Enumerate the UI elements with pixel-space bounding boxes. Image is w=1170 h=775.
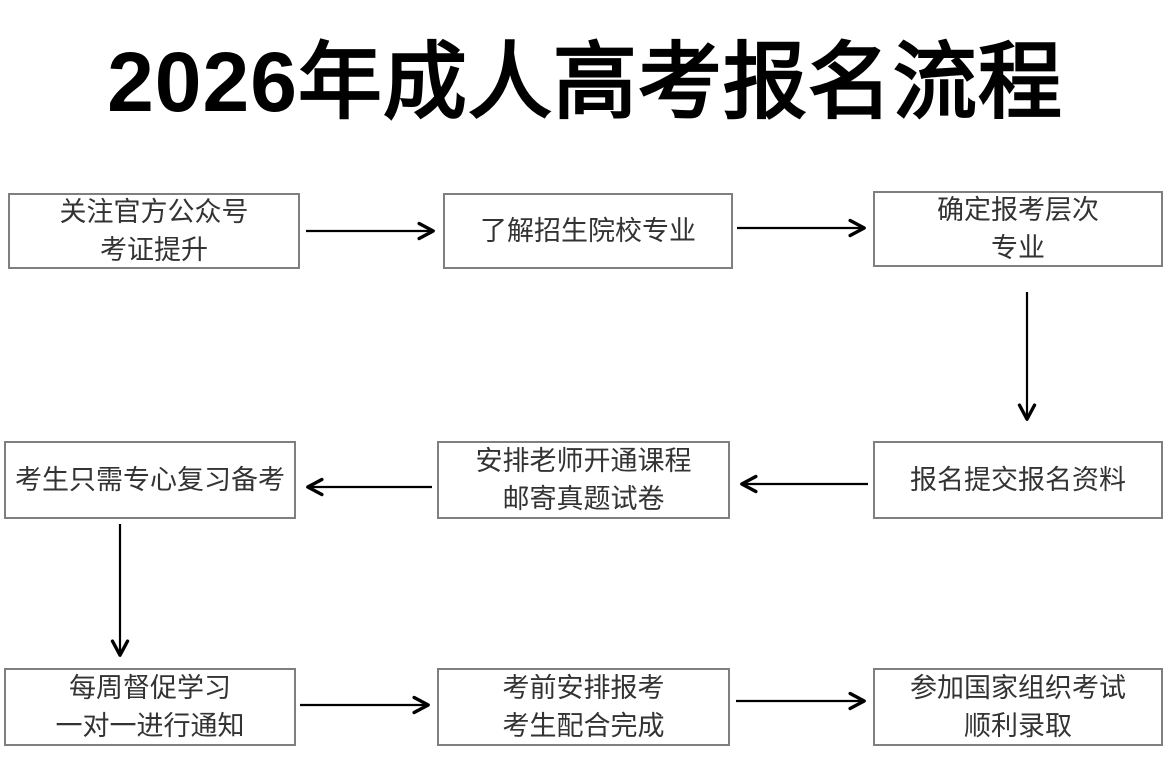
flow-node-step6: 考生只需专心复习备考 bbox=[4, 441, 296, 519]
flow-node-step7: 每周督促学习 一对一进行通知 bbox=[4, 668, 296, 746]
flow-node-step3: 确定报考层次 专业 bbox=[873, 191, 1163, 267]
flow-node-step5: 安排老师开通课程 邮寄真题试卷 bbox=[437, 441, 730, 519]
flow-node-step9: 参加国家组织考试 顺利录取 bbox=[873, 668, 1163, 746]
page-title: 2026年成人高考报名流程 bbox=[107, 35, 1063, 129]
flow-node-step1: 关注官方公众号 考证提升 bbox=[8, 193, 300, 269]
flow-node-step8: 考前安排报考 考生配合完成 bbox=[437, 668, 730, 746]
flow-node-step2: 了解招生院校专业 bbox=[443, 193, 733, 269]
flow-node-step4: 报名提交报名资料 bbox=[873, 441, 1163, 519]
